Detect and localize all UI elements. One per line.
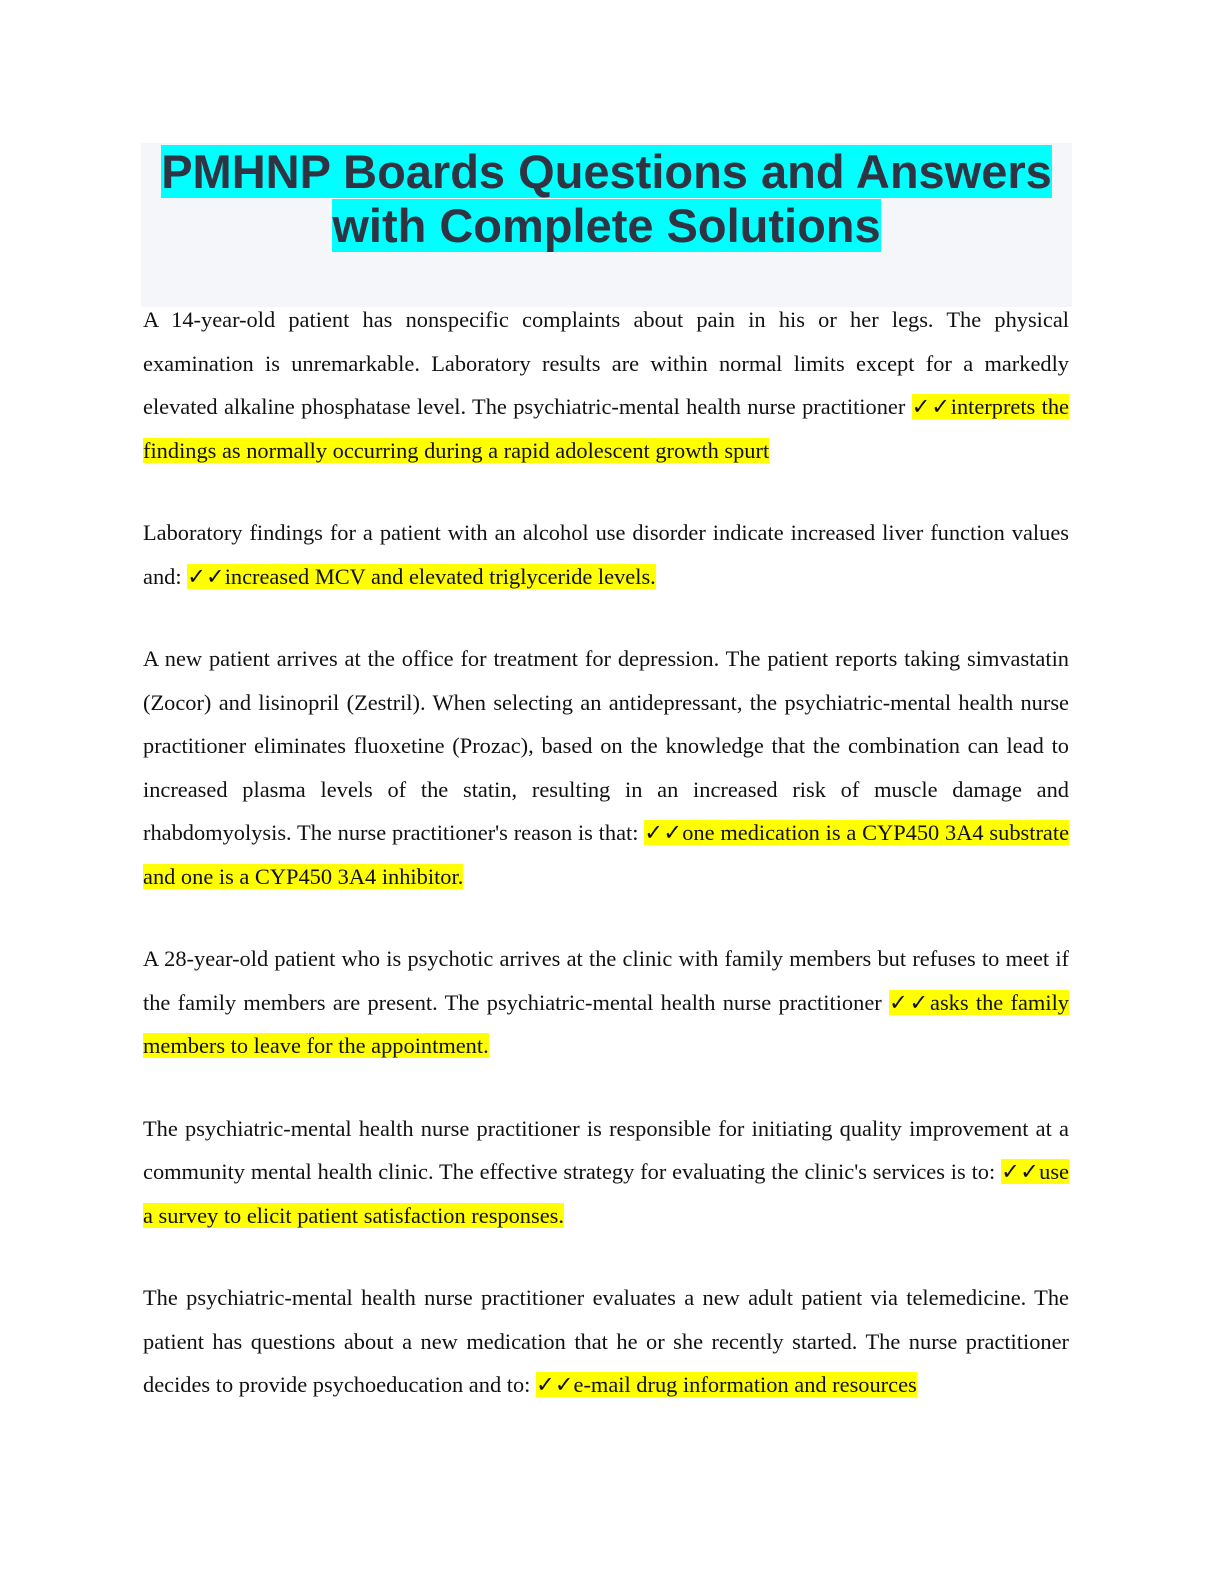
question-item: The psychiatric-mental health nurse prac… bbox=[143, 1107, 1069, 1238]
answer-text: asks the family members to leave for the… bbox=[143, 989, 1069, 1059]
question-item: A 14-year-old patient has nonspecific co… bbox=[143, 298, 1069, 472]
title-banner: PMHNP Boards Questions and Answers with … bbox=[141, 143, 1072, 307]
question-text: Laboratory findings for a patient with a… bbox=[143, 520, 1069, 589]
checkmark-icon: ✓✓ bbox=[535, 1372, 574, 1397]
checkmark-icon: ✓✓ bbox=[889, 989, 930, 1015]
answer-text: use a survey to elicit patient satisfact… bbox=[143, 1159, 1069, 1228]
answer-text: increased MCV and elevated triglyceride … bbox=[224, 563, 656, 589]
document-title: PMHNP Boards Questions and Answers with … bbox=[141, 143, 1072, 253]
checkmark-icon: ✓✓ bbox=[911, 394, 951, 419]
answer-text: interprets the findings as normally occu… bbox=[143, 394, 1069, 463]
title-text: PMHNP Boards Questions and Answers with … bbox=[161, 145, 1052, 252]
checkmark-icon: ✓✓ bbox=[1001, 1159, 1040, 1184]
answer-text: e-mail drug information and resources bbox=[573, 1372, 917, 1397]
question-text: The psychiatric-mental health nurse prac… bbox=[143, 1285, 1069, 1397]
answer-highlight: ✓✓increased MCV and elevated triglycerid… bbox=[187, 563, 656, 589]
question-text: The psychiatric-mental health nurse prac… bbox=[143, 1115, 1069, 1185]
checkmark-icon: ✓✓ bbox=[187, 563, 225, 589]
question-text: A 14-year-old patient has nonspecific co… bbox=[143, 307, 1069, 419]
question-list: A 14-year-old patient has nonspecific co… bbox=[143, 298, 1070, 1446]
question-text: A new patient arrives at the office for … bbox=[143, 646, 1069, 845]
question-item: A 28-year-old patient who is psychotic a… bbox=[143, 937, 1069, 1068]
answer-highlight: ✓✓e-mail drug information and resources bbox=[535, 1372, 917, 1397]
checkmark-icon: ✓✓ bbox=[644, 820, 683, 845]
question-item: The psychiatric-mental health nurse prac… bbox=[143, 1276, 1069, 1407]
answer-text: one medication is a CYP450 3A4 substrate… bbox=[143, 820, 1070, 889]
question-text: A 28-year-old patient who is psychotic a… bbox=[143, 946, 1069, 1015]
question-item: Laboratory findings for a patient with a… bbox=[143, 511, 1069, 598]
question-item: A new patient arrives at the office for … bbox=[143, 637, 1070, 898]
